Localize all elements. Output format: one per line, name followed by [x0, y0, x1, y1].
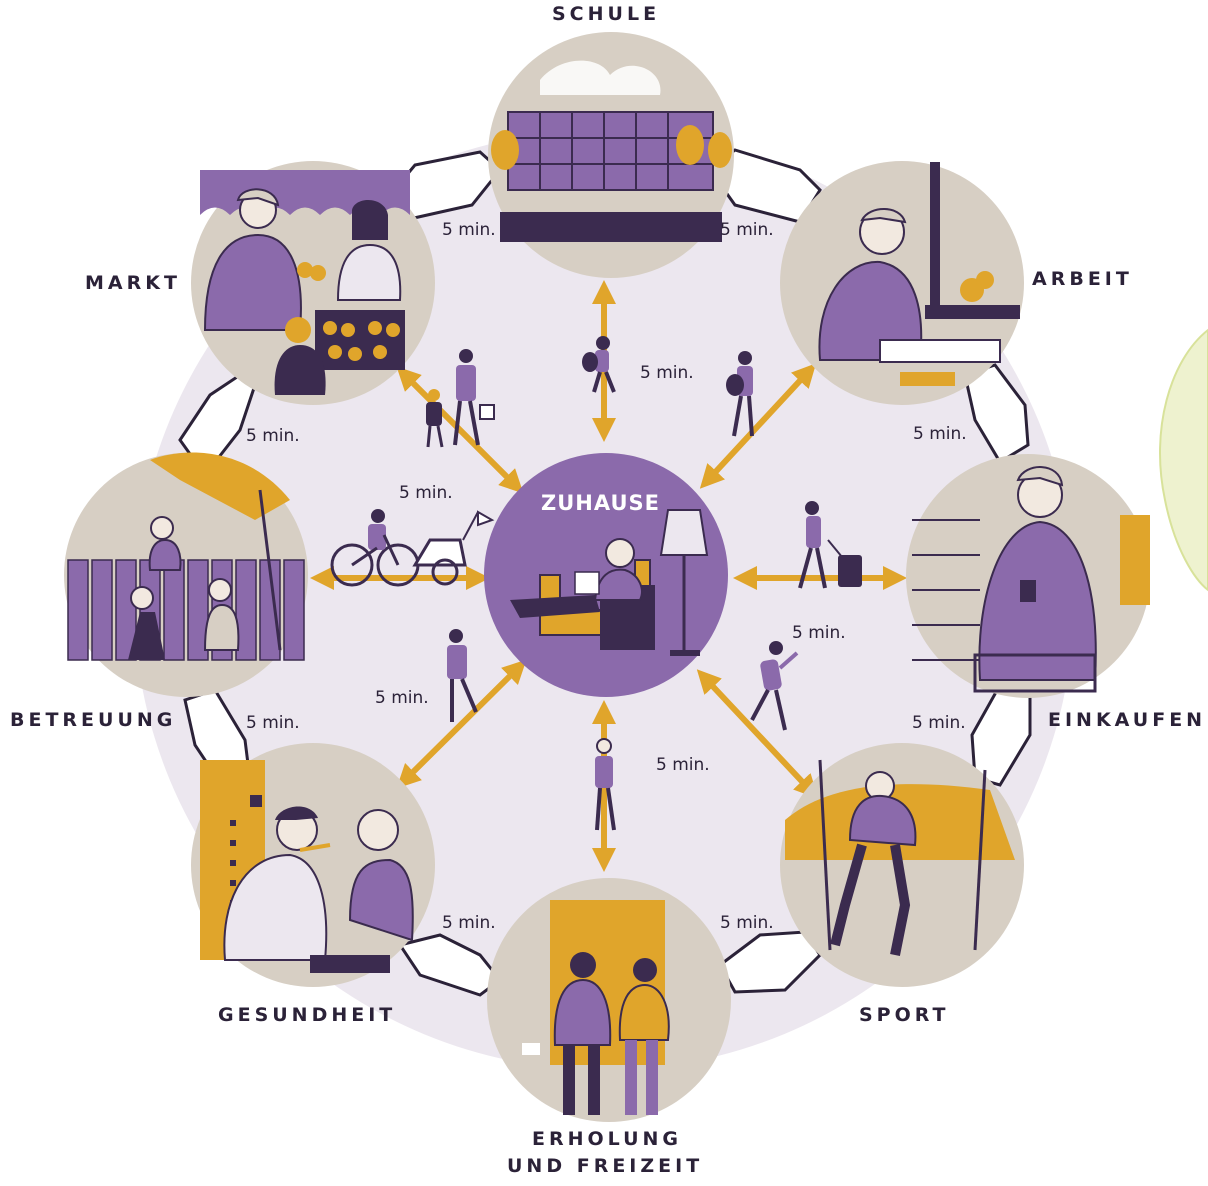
scene-erholung: [487, 878, 731, 1122]
walker-figure-erholung: [595, 738, 616, 831]
scene-sport: [780, 743, 1024, 987]
label-erholung-line1: ERHOLUNG: [532, 1128, 683, 1150]
label-erholung-line2: UND FREIZEIT: [507, 1155, 704, 1177]
label-arbeit: ARBEIT: [1032, 268, 1133, 290]
scene-gesundheit: [191, 743, 435, 987]
spoke-gesundheit: [396, 659, 527, 789]
ring-time-einkaufen-sport: 5 min.: [912, 713, 966, 733]
label-sport: SPORT: [859, 1004, 950, 1026]
ring-time-gesundheit-betreuung: 5 min.: [246, 713, 300, 733]
label-betreuung: BETREUUNG: [10, 709, 177, 731]
scene-arbeit: [780, 161, 1024, 405]
ring-time-markt-schule: 5 min.: [442, 220, 496, 240]
runner-figure-sport: [750, 641, 799, 731]
scene-circles: [64, 32, 1150, 1122]
spoke-time-erholung: 5 min.: [656, 755, 710, 775]
center-zuhause: [484, 453, 728, 697]
ring-time-erholung-gesundheit: 5 min.: [442, 913, 496, 933]
walker-figure-arbeit: [726, 351, 754, 437]
label-einkaufen: EINKAUFEN: [1048, 709, 1207, 731]
spoke-time-schule: 5 min.: [640, 363, 694, 383]
spoke-figures: [330, 336, 862, 831]
background-green-blob: [1159, 328, 1208, 592]
spoke-sport: [696, 669, 819, 799]
spoke-arbeit: [699, 363, 817, 489]
connector-arbeit-einkaufen: [963, 363, 1030, 465]
family-figure-markt: [426, 349, 495, 448]
label-schule: SCHULE: [552, 3, 661, 25]
spoke-markt: [396, 366, 524, 494]
label-markt: MARKT: [85, 272, 181, 294]
walker-figure-einkaufen: [798, 501, 862, 589]
scene-einkaufen: [906, 454, 1150, 698]
center-label-zuhause: ZUHAUSE: [541, 491, 660, 515]
scene-markt: [191, 161, 435, 405]
cyclist-figure-betreuung: [330, 509, 495, 587]
scene-schule: [488, 32, 734, 278]
label-gesundheit: GESUNDHEIT: [218, 1004, 397, 1026]
ring-time-betreuung-markt: 5 min.: [246, 426, 300, 446]
ring-time-schule-arbeit: 5 min.: [720, 220, 774, 240]
walker-figure-schule: [582, 336, 616, 393]
spoke-time-betreuung: 5 min.: [399, 483, 453, 503]
spoke-time-gesundheit: 5 min.: [375, 688, 429, 708]
ring-time-sport-erholung: 5 min.: [720, 913, 774, 933]
connector-schule-arbeit: [707, 148, 822, 224]
ring-time-arbeit-einkaufen: 5 min.: [913, 424, 967, 444]
spoke-time-sport: 5 min.: [792, 623, 846, 643]
walker-figure-gesundheit: [447, 629, 478, 722]
scene-betreuung: [64, 452, 308, 697]
